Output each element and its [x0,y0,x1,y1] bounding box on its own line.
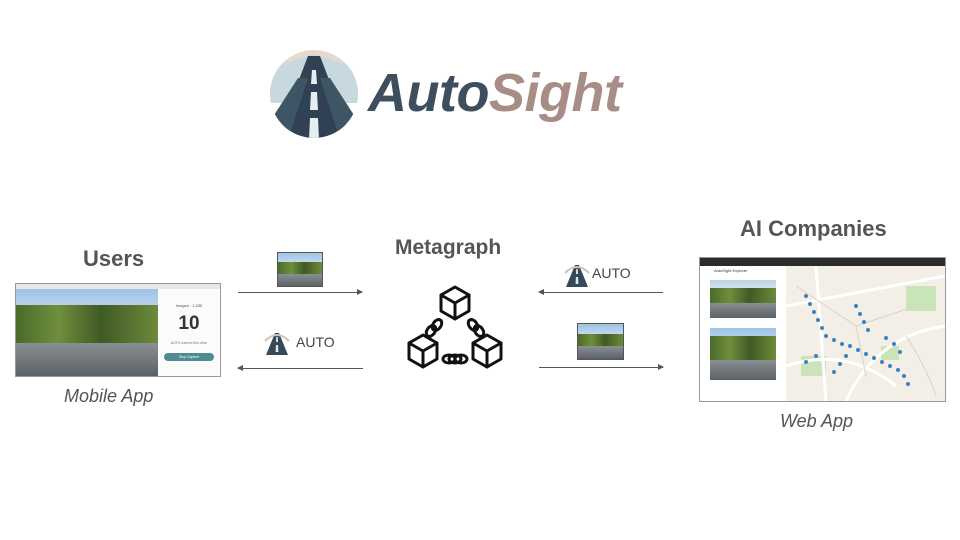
street-photo [16,289,158,376]
users-to-metagraph-arrow [238,289,363,295]
brand-name-part2: Sight [488,63,622,123]
web-app-screenshot: AutoSight Explorer [699,257,946,402]
metagraph-to-ai-arrow [539,364,664,370]
web-app-caption: Web App [780,411,854,431]
auto-token-icon [264,333,290,355]
users-title: Users [83,246,145,271]
ai-to-metagraph-arrow [538,289,663,295]
earned-value: 10 [178,313,200,334]
explorer-photo-1 [710,280,776,318]
metagraph-to-users-arrow [237,365,363,371]
stop-capture-button[interactable]: Stop Capture [164,353,214,361]
capture-panel: Images : 1,335 10 AUTO earned this drive… [158,289,220,376]
auto-token-label: AUTO [296,334,335,350]
map-icon[interactable] [786,266,945,401]
auto-token-label-right: AUTO [592,265,631,281]
mobile-app-screenshot: Images : 1,335 10 AUTO earned this drive… [15,283,221,377]
explorer-photo-2 [710,328,776,380]
earned-caption: AUTO earned this drive [170,341,208,345]
blockchain-icon [407,285,503,369]
browser-bar [700,258,945,266]
images-count: Images : 1,335 [175,303,203,308]
brand-name-part1: Auto [368,63,489,123]
mobile-app-caption: Mobile App [64,386,154,406]
explorer-sidebar: AutoSight Explorer [700,266,786,401]
metagraph-title: Metagraph [395,236,502,259]
web-app-title: AutoSight Explorer [714,268,748,273]
auto-token-icon-right [564,265,590,287]
road-photo-icon-right [577,323,624,360]
mobile-top-bar [16,284,220,289]
autosight-logo-icon [270,50,358,138]
brand-wordmark: AutoSight [368,62,622,124]
road-photo-icon [277,252,323,287]
ai-companies-title: AI Companies [740,216,887,241]
